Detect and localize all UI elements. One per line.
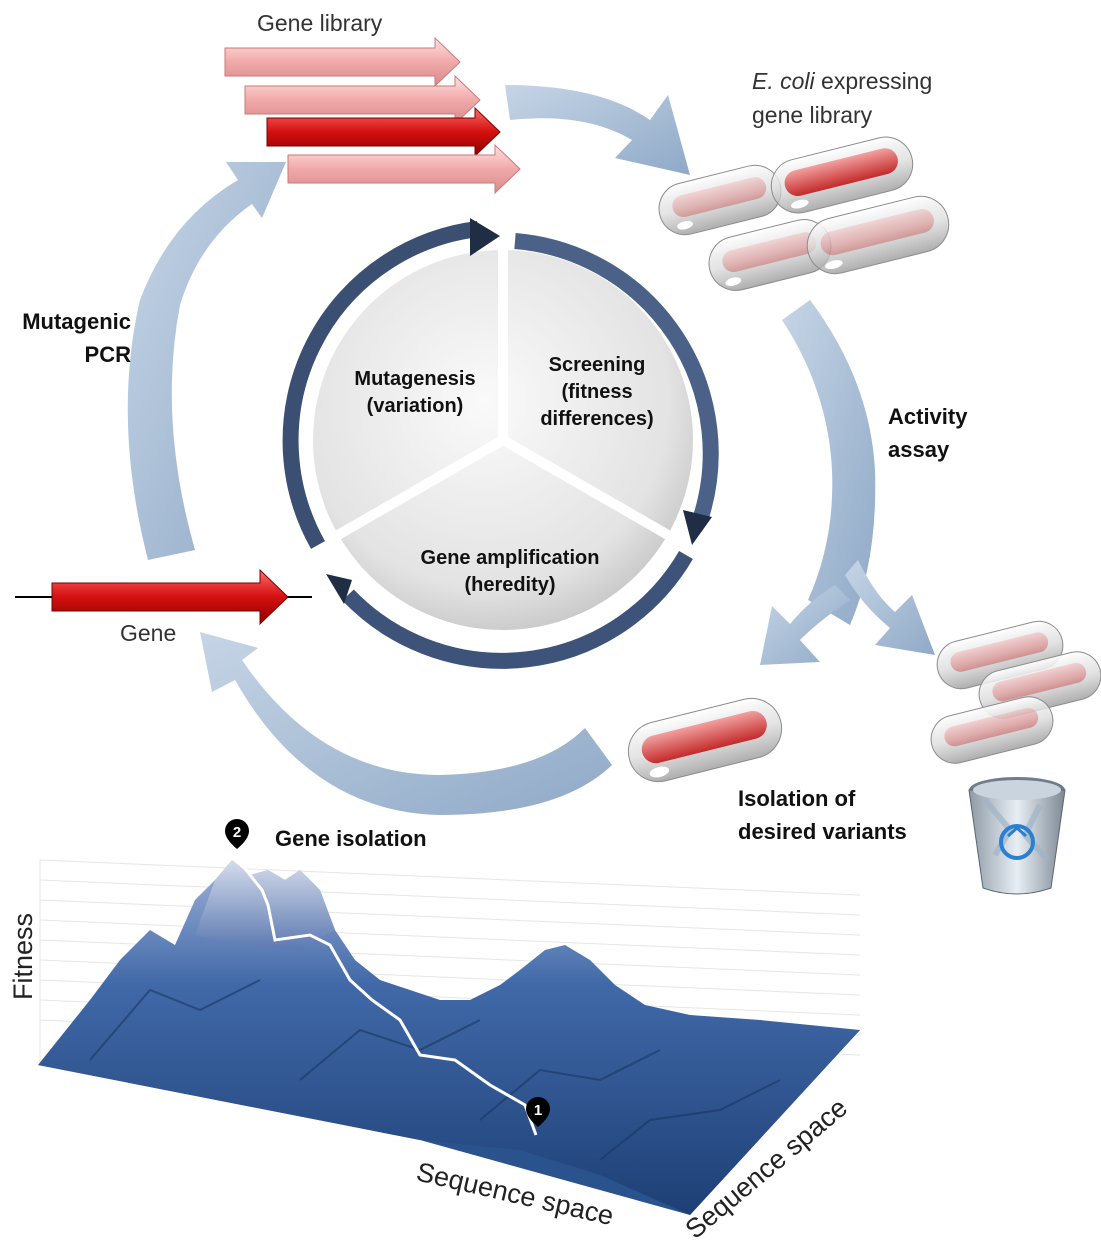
marker-start-label: 1 <box>534 1102 542 1119</box>
arrow-gene-to-library <box>127 162 286 560</box>
label-ecoli-rest: expressing <box>814 68 933 94</box>
e-coli-capsule-icon <box>658 164 782 236</box>
arrow-assay-to-isolation <box>760 585 850 665</box>
landscape-peak <box>195 860 335 950</box>
ring-arrowhead-mutagenesis <box>470 218 500 256</box>
axis-label-fitness: Fitness <box>8 913 38 1000</box>
ring-arrowhead-screening <box>683 510 712 545</box>
e-coli-capsule-icon <box>708 219 832 291</box>
ring-arc-mutagenesis <box>282 221 479 549</box>
label-ecoli-line2: gene library <box>752 102 873 128</box>
inner-cycle <box>282 218 719 669</box>
e-coli-capsule-icon <box>930 696 1054 764</box>
label-ecoli-italic: E. coli <box>752 68 815 94</box>
ring-arrowhead-amplification <box>326 574 352 604</box>
outer-cycle-arrows <box>127 85 935 815</box>
label-mutagenesis: Mutagenesis (variation) <box>354 368 476 417</box>
marker-end: 2 <box>225 819 249 849</box>
library-arrow-3 <box>266 106 501 158</box>
label-isolation-desired-variants: Isolation of desired variants <box>738 786 907 844</box>
evolution-trajectory <box>236 859 538 1136</box>
library-arrow-1 <box>224 36 461 88</box>
label-activity-assay: Activity assay <box>888 404 968 462</box>
e-coli-capsule-selected <box>627 697 783 783</box>
landscape-surface <box>38 860 860 1215</box>
label-gene-library: Gene library <box>257 10 383 36</box>
e-coli-capsule-group-discarded <box>930 620 1101 764</box>
library-arrow-4 <box>287 143 521 195</box>
recycle-bin-icon <box>968 777 1066 895</box>
ring-arc-amplification <box>342 550 693 669</box>
label-gene-amplification: Gene amplification (heredity) <box>420 547 600 596</box>
arrow-library-to-ecoli <box>505 85 690 175</box>
ring-arc-screening <box>514 233 719 523</box>
label-ecoli-expressing: E. coli expressing gene library <box>752 64 932 132</box>
e-coli-capsule-group-library <box>658 136 950 291</box>
gene-library-arrows <box>224 36 521 195</box>
gene-arrow-icon <box>15 568 312 626</box>
arrow-isolation-to-gene <box>200 632 612 815</box>
e-coli-capsule-icon <box>770 136 914 214</box>
e-coli-capsule-icon <box>806 195 950 275</box>
arrow-ecoli-to-assay <box>782 300 876 625</box>
label-gene: Gene <box>120 620 177 646</box>
label-screening: Screening (fitness differences) <box>540 354 654 430</box>
library-arrow-2 <box>244 74 481 126</box>
label-mutagenic-pcr: Mutagenic PCR <box>22 309 131 367</box>
arrow-assay-to-discard <box>845 560 935 655</box>
marker-start: 1 <box>526 1097 550 1127</box>
fitness-landscape: 1 2 Fitness Sequence space Sequence spac… <box>8 819 861 1245</box>
label-gene-isolation: Gene isolation <box>275 826 427 851</box>
marker-end-label: 2 <box>233 824 241 841</box>
